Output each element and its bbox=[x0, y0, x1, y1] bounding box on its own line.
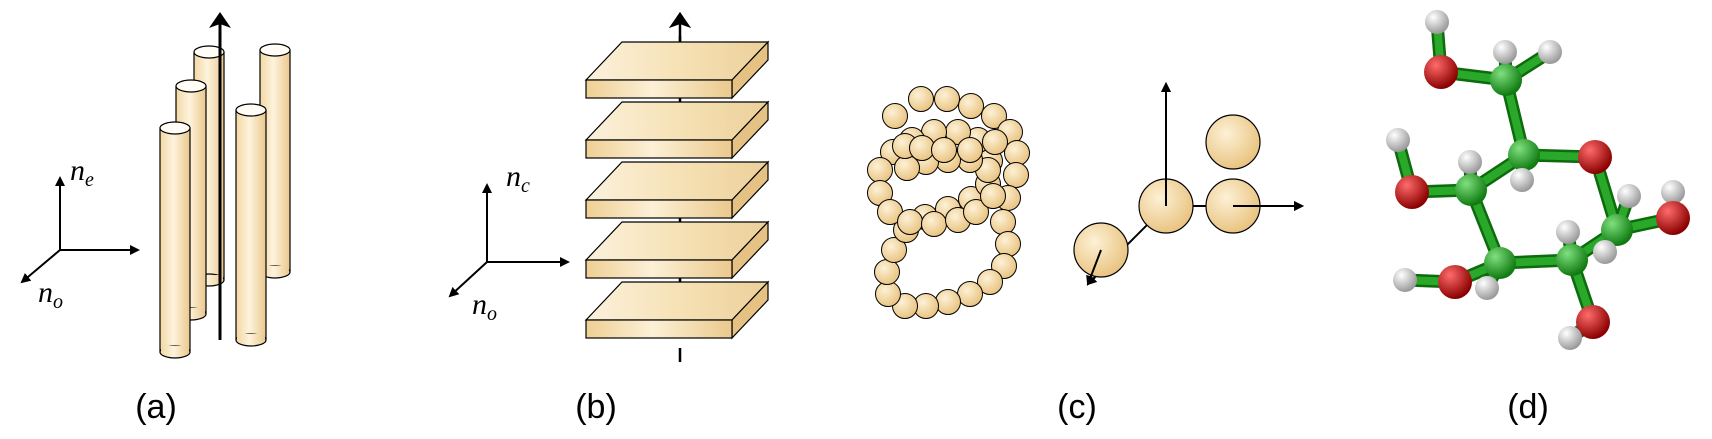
bead bbox=[934, 86, 960, 112]
disc bbox=[584, 160, 770, 220]
axis-label-ne: ne bbox=[70, 154, 94, 191]
bead bbox=[921, 211, 947, 237]
bead bbox=[897, 209, 923, 235]
hydrogen-atom bbox=[1556, 220, 1580, 244]
axis-label-nc: nc bbox=[506, 160, 530, 197]
hydrogen-atom bbox=[1493, 40, 1517, 64]
bead bbox=[882, 103, 908, 129]
carbon-atom bbox=[1601, 214, 1633, 246]
oxygen-atom bbox=[1578, 140, 1612, 174]
panel-b: nc no (b) bbox=[448, 12, 770, 426]
bead-chain bbox=[867, 86, 1030, 319]
carbon-atom bbox=[1556, 244, 1588, 276]
carbon-atom bbox=[1508, 139, 1540, 171]
hydrogen-atom bbox=[1617, 184, 1641, 208]
panel-a: ne no bbox=[20, 12, 291, 426]
bead bbox=[982, 129, 1008, 155]
caption-d: (d) bbox=[1507, 388, 1549, 426]
oxygen-atom bbox=[1395, 175, 1429, 209]
bead bbox=[957, 281, 983, 307]
rod bbox=[235, 103, 267, 347]
disc bbox=[584, 40, 770, 100]
bead bbox=[958, 93, 984, 119]
large-spheres bbox=[1073, 82, 1304, 286]
axes-b: nc no bbox=[448, 160, 570, 325]
caption-a: (a) bbox=[135, 388, 177, 426]
hydrogen-atom bbox=[1425, 10, 1449, 34]
caption-c: (c) bbox=[1057, 388, 1097, 426]
bead bbox=[995, 231, 1021, 257]
disc bbox=[584, 100, 770, 160]
atoms bbox=[1386, 10, 1690, 350]
hydrogen-atom bbox=[1510, 168, 1534, 192]
hydrogen-atom bbox=[1538, 40, 1562, 64]
hydrogen-atom bbox=[1593, 240, 1617, 264]
bead bbox=[977, 269, 1003, 295]
disc bbox=[584, 220, 770, 280]
bead bbox=[931, 137, 957, 163]
hydrogen-atom bbox=[1475, 276, 1499, 300]
oxygen-atom bbox=[1576, 305, 1610, 339]
carbon-atom bbox=[1455, 174, 1487, 206]
bead bbox=[867, 157, 893, 183]
bead bbox=[990, 209, 1016, 235]
bead bbox=[981, 103, 1007, 129]
disc-stack bbox=[584, 40, 770, 340]
bead bbox=[1004, 140, 1030, 166]
axis-label-no: no bbox=[38, 276, 63, 313]
carbon-atom bbox=[1490, 64, 1522, 96]
bead bbox=[1003, 162, 1029, 188]
rod bbox=[159, 121, 191, 359]
caption-b: (b) bbox=[575, 388, 617, 426]
bead bbox=[881, 237, 907, 263]
axis-label-no-b: no bbox=[472, 288, 497, 325]
oxygen-atom bbox=[1656, 201, 1690, 235]
bead bbox=[908, 86, 934, 112]
axes-a: ne no bbox=[20, 154, 140, 313]
disc bbox=[584, 280, 770, 340]
carbon-atom bbox=[1484, 247, 1516, 279]
hydrogen-atom bbox=[1458, 150, 1482, 174]
sphere bbox=[1205, 114, 1261, 170]
hydrogen-atom bbox=[1558, 326, 1582, 350]
bead bbox=[875, 281, 901, 307]
bead bbox=[935, 289, 961, 315]
hydrogen-atom bbox=[1661, 180, 1685, 204]
bead bbox=[980, 183, 1006, 209]
hydrogen-atom bbox=[1386, 128, 1410, 152]
oxygen-atom bbox=[1438, 265, 1472, 299]
oxygen-atom bbox=[1424, 55, 1458, 89]
panel-c: (c) bbox=[867, 82, 1304, 426]
panel-d: (d) bbox=[1386, 10, 1690, 426]
bead bbox=[963, 199, 989, 225]
hydrogen-atom bbox=[1393, 268, 1417, 292]
bead bbox=[957, 137, 983, 163]
bead bbox=[874, 259, 900, 285]
bead bbox=[909, 135, 935, 161]
